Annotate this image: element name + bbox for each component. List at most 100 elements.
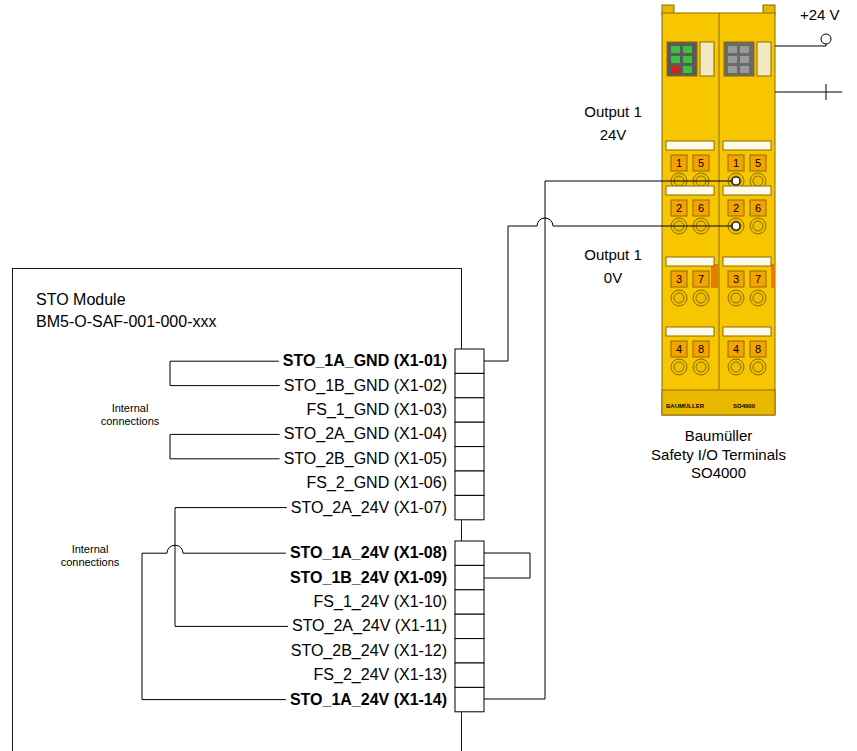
pin-name: STO_2B_24V (X1-12) — [291, 641, 447, 661]
number-box — [693, 200, 709, 216]
internal-bracket — [170, 361, 280, 385]
terminal-number: 1 — [672, 156, 686, 170]
status-led — [728, 66, 737, 73]
pin-name: STO_1B_24V (X1-09) — [290, 568, 447, 588]
wire-end-dot — [732, 177, 740, 185]
terminal-square — [455, 398, 484, 422]
clamp-screw-ring — [731, 293, 741, 303]
pin-name: STO_1A_24V (X1-14) — [290, 690, 447, 710]
pin-name: FS_2_GND (X1-06) — [307, 473, 448, 493]
clamp-screw — [693, 290, 709, 306]
terminal-number: 4 — [729, 342, 743, 356]
terminal-square — [455, 590, 484, 614]
internal-bracket — [142, 545, 286, 699]
clamp-screw-ring — [753, 176, 763, 186]
marker-strip — [666, 257, 714, 266]
jumper-wire — [484, 553, 530, 578]
clamp-screw-ring — [753, 293, 763, 303]
note-label: Internal connections — [50, 543, 130, 569]
marker-strip — [666, 186, 714, 195]
number-box — [728, 341, 744, 357]
status-led — [683, 46, 692, 53]
drawing-part — [719, 13, 720, 415]
status-led — [671, 46, 680, 53]
clamp-screw-ring — [731, 176, 741, 186]
device-marking: SO4000 — [733, 403, 755, 410]
clamp-screw-ring — [731, 362, 741, 372]
terminal-square — [455, 663, 484, 687]
drawing-part — [775, 92, 826, 93]
pin-name: STO_2B_GND (X1-05) — [284, 449, 447, 469]
number-box — [693, 155, 709, 171]
clamp-screw-ring — [753, 362, 763, 372]
terminal-square — [455, 495, 484, 519]
wire-end-dot — [732, 222, 740, 230]
terminal-number: 3 — [729, 272, 743, 286]
number-box — [671, 341, 687, 357]
drawing-part — [775, 44, 826, 46]
marker-strip — [666, 327, 714, 336]
number-box — [750, 155, 766, 171]
terminal-square — [455, 565, 484, 589]
terminal-number: 2 — [729, 201, 743, 215]
number-box — [728, 155, 744, 171]
drawing-part — [662, 13, 775, 415]
marker-strip — [666, 141, 714, 150]
marker-strip — [723, 257, 771, 266]
pin-name: STO_2A_24V (X1-11) — [292, 616, 447, 636]
terminal-number: 8 — [751, 342, 765, 356]
marker-strip — [723, 186, 771, 195]
pin-name: FS_1_GND (X1-03) — [307, 400, 448, 420]
drawing-part — [771, 264, 775, 288]
drawing-part — [700, 42, 714, 76]
drawing-part — [667, 42, 697, 76]
safety-terminal — [662, 5, 775, 415]
clamp-screw-ring — [731, 221, 741, 231]
terminal-number: 8 — [694, 342, 708, 356]
terminal-square — [455, 349, 484, 373]
number-box — [671, 155, 687, 171]
output-label: Output 1 0V — [580, 243, 646, 289]
status-led — [671, 66, 680, 73]
drawing-part — [711, 264, 718, 288]
number-box — [728, 271, 744, 287]
terminal-number: 7 — [751, 272, 765, 286]
terminal-number: 5 — [751, 156, 765, 170]
terminal-clamps — [666, 141, 771, 375]
clamp-screw-ring — [674, 362, 684, 372]
terminal-number: 3 — [672, 272, 686, 286]
clamp-screw — [671, 290, 687, 306]
status-led — [671, 56, 680, 63]
pin-name: STO_1B_GND (X1-02) — [284, 376, 447, 396]
clamp-screw-ring — [674, 293, 684, 303]
number-box — [693, 341, 709, 357]
status-led — [728, 56, 737, 63]
internal-bracket — [175, 508, 288, 627]
pin-name: STO_1A_GND (X1-01) — [283, 351, 447, 371]
terminal-square — [455, 422, 484, 446]
terminal-number: 7 — [694, 272, 708, 286]
clamp-screw-ring — [753, 221, 763, 231]
clamp-screw-ring — [696, 293, 706, 303]
terminal-square — [455, 614, 484, 638]
clamp-screw-ring — [696, 362, 706, 372]
number-box — [671, 200, 687, 216]
status-led — [740, 56, 749, 63]
terminal-number: 1 — [729, 156, 743, 170]
pin-name: STO_1A_24V (X1-08) — [290, 543, 447, 563]
device-marking: BAUMÜLLER — [666, 403, 704, 410]
terminal-number: 6 — [751, 201, 765, 215]
clamp-screw — [671, 359, 687, 375]
pin-name: STO_2A_GND (X1-04) — [284, 424, 447, 444]
clamp-screw — [750, 359, 766, 375]
status-led — [683, 56, 692, 63]
status-leds — [671, 46, 749, 73]
clamp-screw — [750, 290, 766, 306]
wire-connector — [484, 218, 736, 361]
terminal-number: 4 — [672, 342, 686, 356]
terminal-square — [455, 373, 484, 397]
drawing-part — [821, 34, 831, 44]
status-led — [740, 66, 749, 73]
